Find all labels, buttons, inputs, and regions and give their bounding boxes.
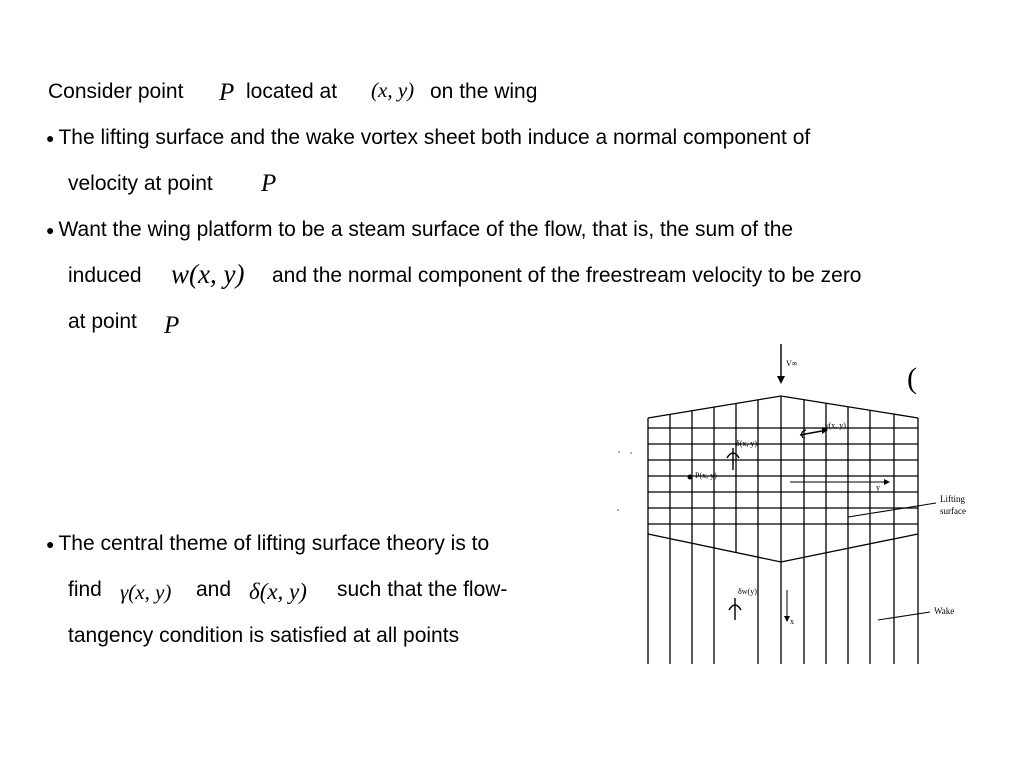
delta-curl [726,452,740,459]
trailing-edge [647,533,919,563]
bullet-3-and: and [196,578,232,601]
bullet-3-line-2-end: such that the flow- [337,578,508,601]
lifting-surface-leader [847,502,937,518]
bullet-3-line-2-find: find [68,578,102,601]
w-xy-symbol: w(x, y) [171,259,245,289]
bullet-2: ●Want the wing platform to be a steam su… [46,218,794,241]
freestream-label: V∞ [786,359,798,368]
xy-symbol: (x, y) [371,78,415,102]
bullet-3-line-3: tangency condition is satisfied at all p… [68,624,460,647]
delta-label: δ(x, y) [736,439,757,448]
point-P-label: P(x, y) [695,471,717,480]
lifting-surface-label-1: Lifting [940,494,965,504]
freestream-arrowhead [777,376,785,384]
delta-w-curl [728,604,742,611]
intro-line-mid: located at [246,80,338,103]
point-P-symbol: P [219,79,235,106]
bullet-dot: ● [46,222,55,239]
speck [630,452,632,454]
gamma-arrow [799,430,823,436]
wake-label: Wake [934,606,954,616]
gamma-arrowhead [822,427,828,434]
gamma-curl [800,429,807,439]
leading-edge [647,395,919,419]
bullet-dot: ● [46,130,55,147]
intro-line-start: Consider point [48,80,184,103]
lifting-surface-label-2: surface [940,506,966,516]
gamma-xy-symbol: γ(x, y) [120,580,172,604]
bullet-2-line-2-start: induced [68,264,142,287]
intro-line-end: on the wing [430,80,538,103]
bullet-dot: ● [46,536,55,553]
x-axis-arrowhead [784,616,790,622]
bullet-1-line-2: velocity at point [68,172,213,195]
bullet-2-line-3: at point [68,310,137,333]
speck [617,509,619,511]
point-P-dot [687,474,693,480]
wing-grid [647,395,919,563]
bullet-2-line-2-end: and the normal component of the freestre… [272,264,862,287]
point-P-symbol: P [261,170,277,197]
delta-w-label: δw(y) [738,587,757,596]
bullet-3: ●The central theme of lifting surface th… [46,532,490,555]
x-axis-label: x [790,617,794,626]
bullet-1: ●The lifting surface and the wake vortex… [46,126,811,149]
delta-xy-symbol: δ(x, y) [249,579,307,604]
stray-parenthesis: ( [907,362,917,395]
y-axis-arrowhead [884,479,890,485]
y-axis-label: y [876,483,880,492]
wake-lines [647,534,919,664]
speck [618,451,620,453]
wake-leader [877,611,931,621]
lifting-surface-diagram: V∞ ( γ(x, y) δ(x, y) P(x, y) y x δw(y) L… [617,344,966,664]
point-P-symbol: P [164,312,180,339]
gamma-label: γ(x, y) [824,421,846,430]
